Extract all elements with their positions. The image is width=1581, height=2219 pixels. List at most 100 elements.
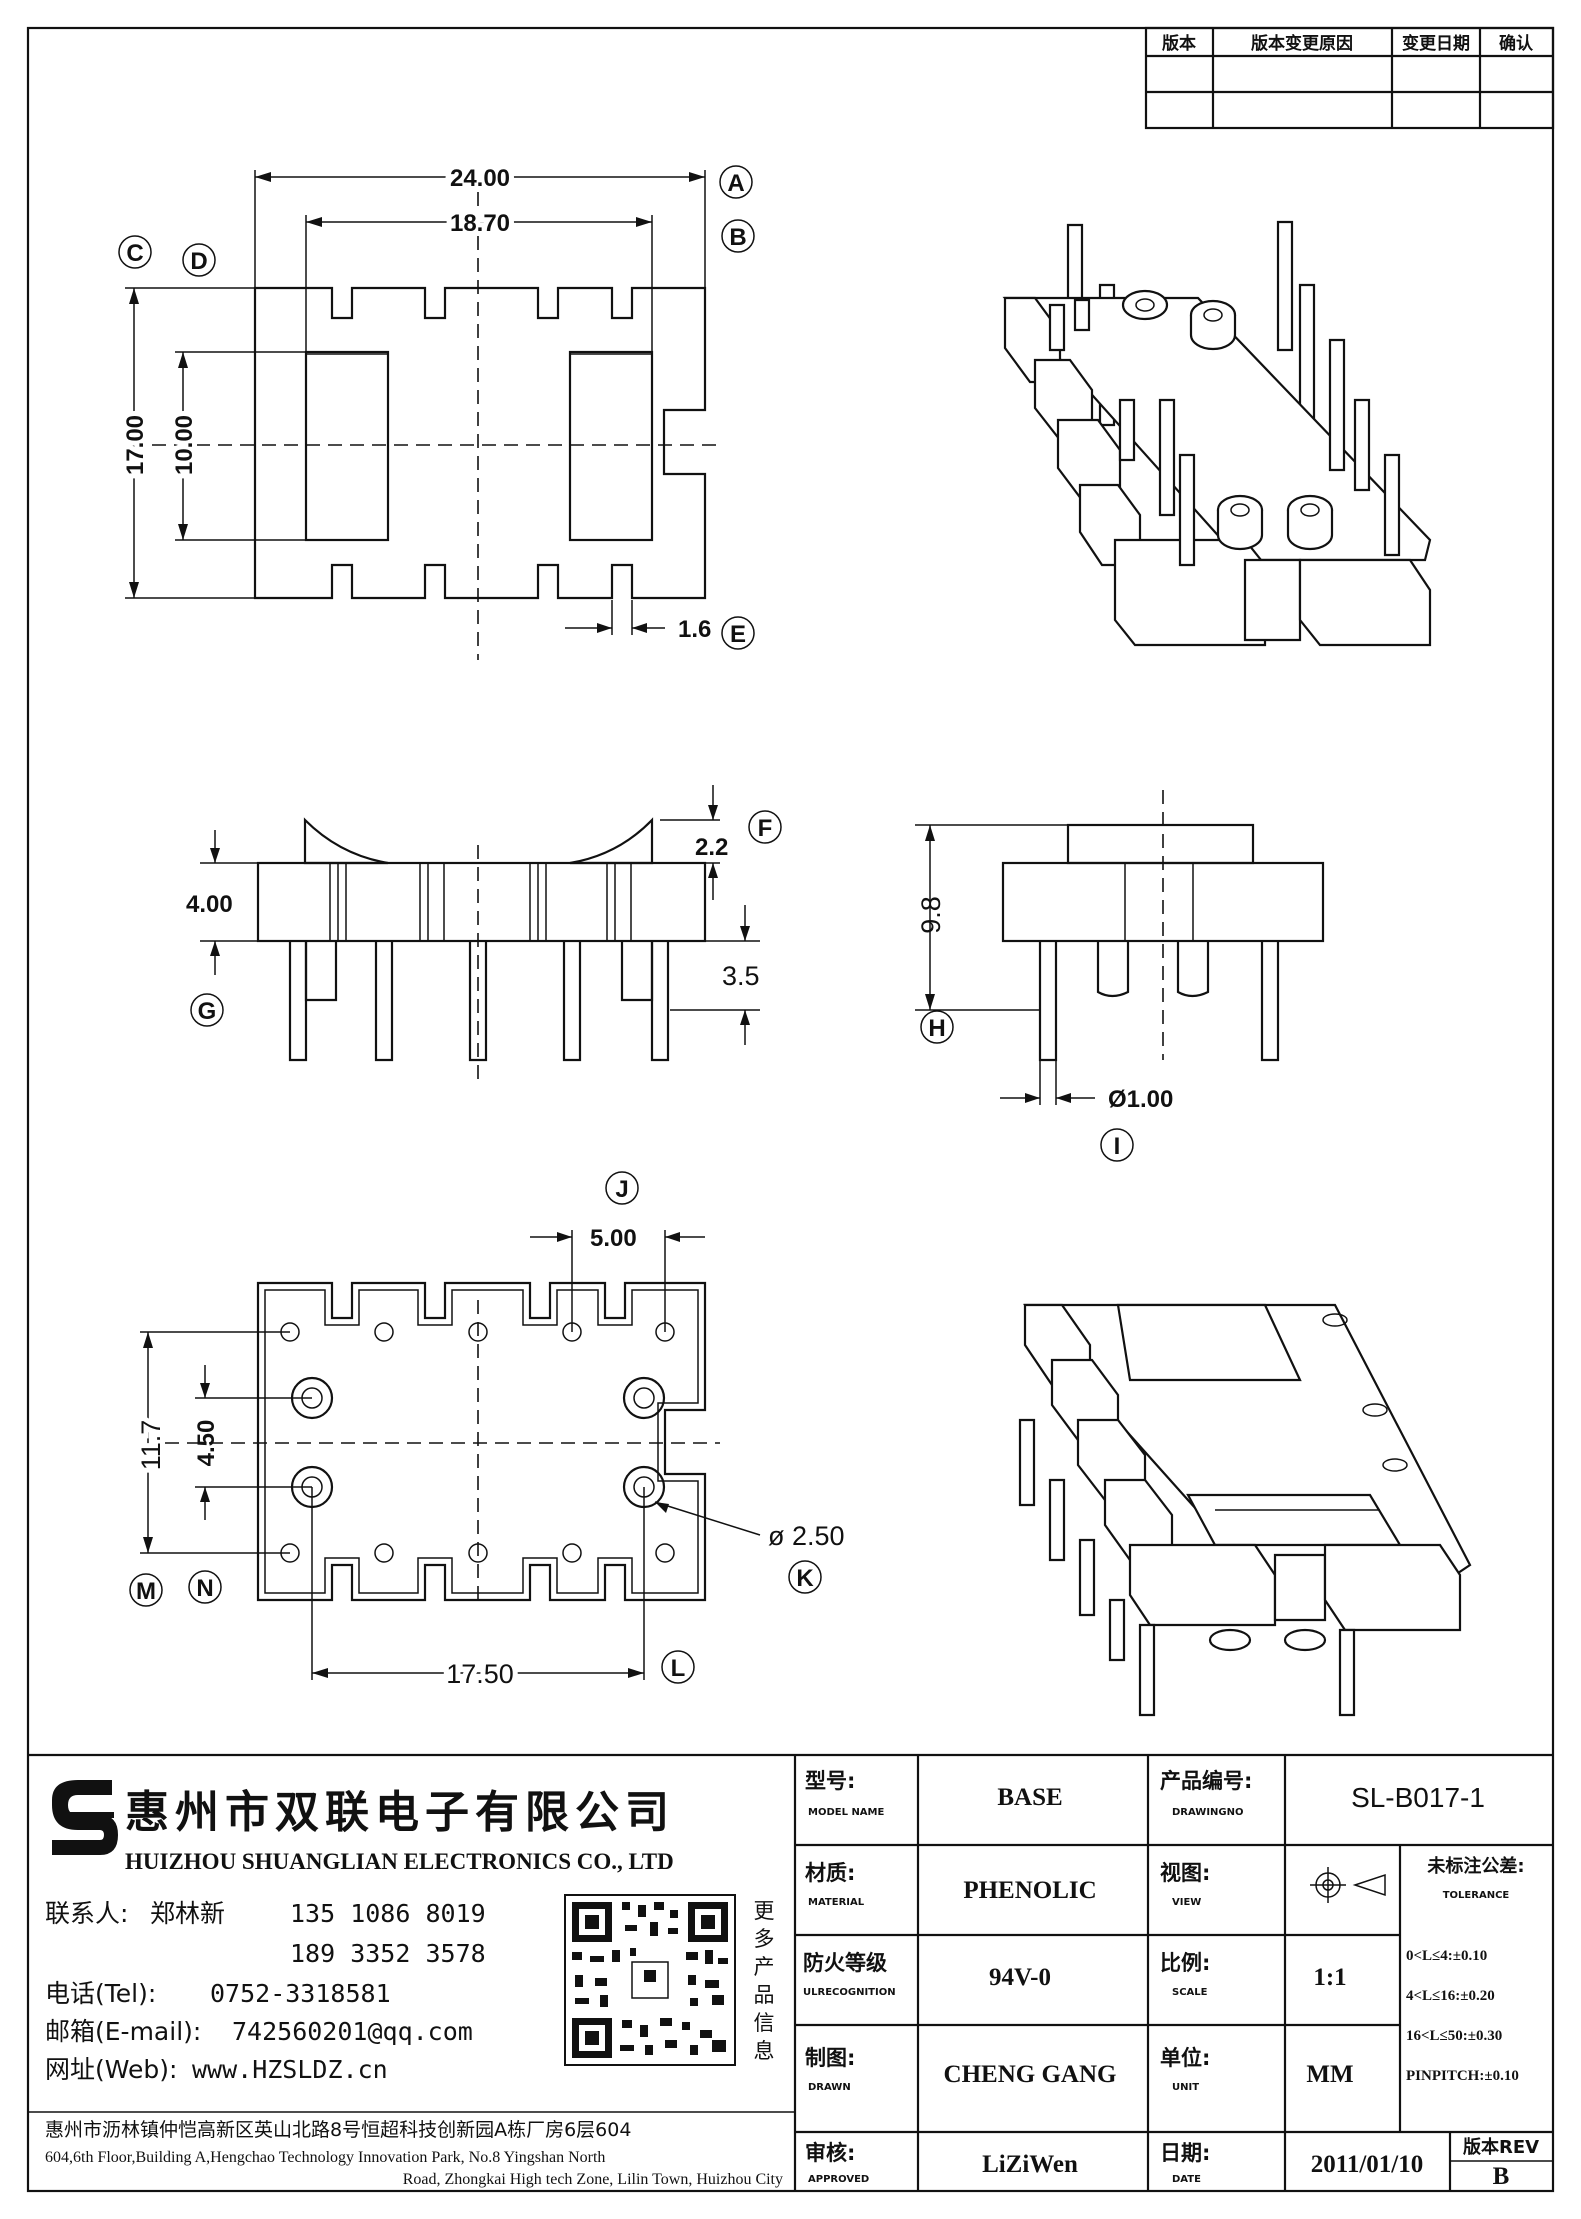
- callout-a: A: [727, 170, 744, 197]
- bottom-view: 5.00 11.7 4.50 ø 2.50 17.50: [131, 1225, 845, 1694]
- company-logo-icon: [52, 1780, 118, 1855]
- dim-row-spacing: 11.7: [136, 1420, 166, 1471]
- dim-end-height: 9.8: [916, 896, 946, 934]
- dim-width-inner: 18.70: [450, 210, 510, 237]
- more-info-4: 品: [754, 1983, 775, 2007]
- qr-code-icon: [564, 1894, 736, 2066]
- drawing-value: SL-B017-1: [1351, 1782, 1485, 1813]
- date-label-cn: 日期:: [1160, 2141, 1210, 2165]
- callout-c: C: [126, 240, 143, 267]
- rev-label: 版本REV: [1463, 2136, 1539, 2158]
- more-info-5: 信: [754, 2011, 775, 2035]
- model-value: BASE: [997, 1784, 1062, 1811]
- contact-phone-1: 135 1086 8019: [290, 1899, 486, 1928]
- callout-l: L: [671, 1655, 686, 1682]
- contact-phone-2: 189 3352 3578: [290, 1939, 486, 1968]
- scale-label-en: SCALE: [1172, 1987, 1208, 1998]
- material-value: PHENOLIC: [963, 1877, 1096, 1904]
- material-label-en: MATERIAL: [808, 1897, 865, 1908]
- projection-symbol-icon: [1310, 1867, 1386, 1903]
- scale-value: 1:1: [1313, 1964, 1346, 1991]
- dim-hole-x-spacing: 17.50: [446, 1659, 514, 1689]
- approved-label-cn: 审核:: [805, 2141, 855, 2165]
- view-label-en: VIEW: [1172, 1897, 1201, 1908]
- title-block: 型号: MODEL NAME BASE 产品编号: DRAWINGNO SL-B…: [28, 1753, 1553, 2191]
- dim-height-outer: 17.00: [122, 415, 149, 475]
- date-label-en: DATE: [1172, 2174, 1201, 2185]
- email-value: 742560201@qq.com: [232, 2017, 473, 2046]
- tolerance-3: 16<L≤50:±0.30: [1406, 2028, 1502, 2044]
- contact-label: 联系人:: [45, 1899, 128, 1928]
- drawn-label-en: DRAWN: [808, 2082, 851, 2093]
- callout-e: E: [730, 621, 746, 648]
- tolerance-4: PINPITCH:±0.10: [1406, 2068, 1519, 2084]
- web-value: www.HZSLDZ.cn: [192, 2055, 388, 2084]
- callout-k: K: [796, 1565, 814, 1592]
- top-view: 24.00 18.70 17.00 10.00 1.6: [117, 160, 720, 660]
- model-label-cn: 型号:: [805, 1769, 855, 1793]
- more-info-6: 息: [754, 2039, 775, 2063]
- material-label-cn: 材质:: [805, 1861, 855, 1885]
- tel-value: 0752-3318581: [210, 1979, 391, 2008]
- unit-label-en: UNIT: [1172, 2082, 1199, 2093]
- dim-pin-diameter: Ø1.00: [1108, 1086, 1173, 1113]
- callout-g: G: [198, 998, 217, 1025]
- drawing-label-en: DRAWINGNO: [1172, 1807, 1244, 1818]
- tolerance-label-cn: 未标注公差:: [1427, 1855, 1524, 1877]
- address-en-2: Road, Zhongkai High tech Zone, Lilin Tow…: [403, 2171, 783, 2188]
- address-en-1: 604,6th Floor,Building A,Hengchao Techno…: [45, 2149, 605, 2166]
- date-value: 2011/01/10: [1311, 2151, 1424, 2178]
- company-block: 惠州市双联电子有限公司 HUIZHOU SHUANGLIAN ELECTRONI…: [45, 1780, 783, 2188]
- dim-hole-diameter: ø 2.50: [768, 1521, 845, 1551]
- rev-header-confirm: 确认: [1499, 33, 1534, 54]
- tolerance-2: 4<L≤16:±0.20: [1406, 1988, 1495, 2004]
- company-name-cn: 惠州市双联电子有限公司: [125, 1787, 675, 1838]
- dim-slot-width: 1.6: [678, 616, 711, 643]
- unit-value: MM: [1306, 2061, 1353, 2088]
- rev-value: B: [1493, 2163, 1510, 2190]
- rev-header-date: 变更日期: [1402, 33, 1470, 54]
- end-view: 9.8 Ø1.00: [915, 790, 1325, 1113]
- dim-hole-spacing: 4.50: [193, 1420, 220, 1467]
- address-cn: 惠州市沥林镇仲恺高新区英山北路8号恒超科技创新园A栋厂房6层604: [45, 2119, 631, 2141]
- dim-side-height: 4.00: [186, 891, 233, 918]
- more-info-1: 更: [754, 1899, 775, 1923]
- dim-width-outer: 24.00: [450, 165, 510, 192]
- revision-table: 版本 版本变更原因 变更日期 确认: [1144, 26, 1555, 130]
- approved-value: LiZiWen: [982, 2151, 1078, 2178]
- tolerance-label-en: TOLERANCE: [1443, 1890, 1510, 1901]
- side-view: 2.2 4.00 3.5: [186, 785, 760, 1080]
- callout-f: F: [758, 815, 773, 842]
- model-label-en: MODEL NAME: [808, 1807, 884, 1818]
- callouts-end: H I: [920, 1010, 1134, 1162]
- callout-h: H: [928, 1015, 945, 1042]
- view-label-cn: 视图:: [1160, 1861, 1210, 1885]
- sheet-border: [26, 26, 1555, 2193]
- drawn-label-cn: 制图:: [805, 2046, 855, 2070]
- drawing-label-cn: 产品编号:: [1160, 1769, 1252, 1793]
- callouts-side: F G: [190, 810, 782, 1027]
- isometric-view-top: [1002, 220, 1432, 647]
- tolerance-1: 0<L≤4:±0.10: [1406, 1948, 1487, 1964]
- rev-header-version: 版本: [1162, 33, 1196, 54]
- company-name-en: HUIZHOU SHUANGLIAN ELECTRONICS CO., LTD: [125, 1849, 674, 1874]
- email-label: 邮箱(E-mail):: [45, 2017, 201, 2046]
- drawn-value: CHENG GANG: [944, 2061, 1117, 2088]
- scale-label-cn: 比例:: [1160, 1951, 1210, 1975]
- dim-pin-pitch: 5.00: [590, 1225, 637, 1252]
- web-label: 网址(Web):: [45, 2055, 177, 2084]
- contact-name: 郑林新: [150, 1899, 225, 1928]
- callout-m: M: [136, 1578, 156, 1605]
- callout-i: I: [1114, 1133, 1121, 1160]
- more-info-3: 产: [754, 1955, 775, 1979]
- rev-header-reason: 版本变更原因: [1251, 33, 1353, 54]
- tel-label: 电话(Tel):: [45, 1979, 156, 2008]
- callout-n: N: [196, 1575, 213, 1602]
- unit-label-cn: 单位:: [1160, 2046, 1210, 2070]
- callout-d: D: [190, 248, 207, 275]
- flame-label-en: ULRECOGNITION: [803, 1987, 896, 1998]
- dim-height-inner: 10.00: [171, 415, 198, 475]
- callout-j: J: [615, 1176, 628, 1203]
- callouts-bottom: J K L M N: [129, 1171, 822, 1684]
- dim-pin-length: 3.5: [722, 961, 760, 991]
